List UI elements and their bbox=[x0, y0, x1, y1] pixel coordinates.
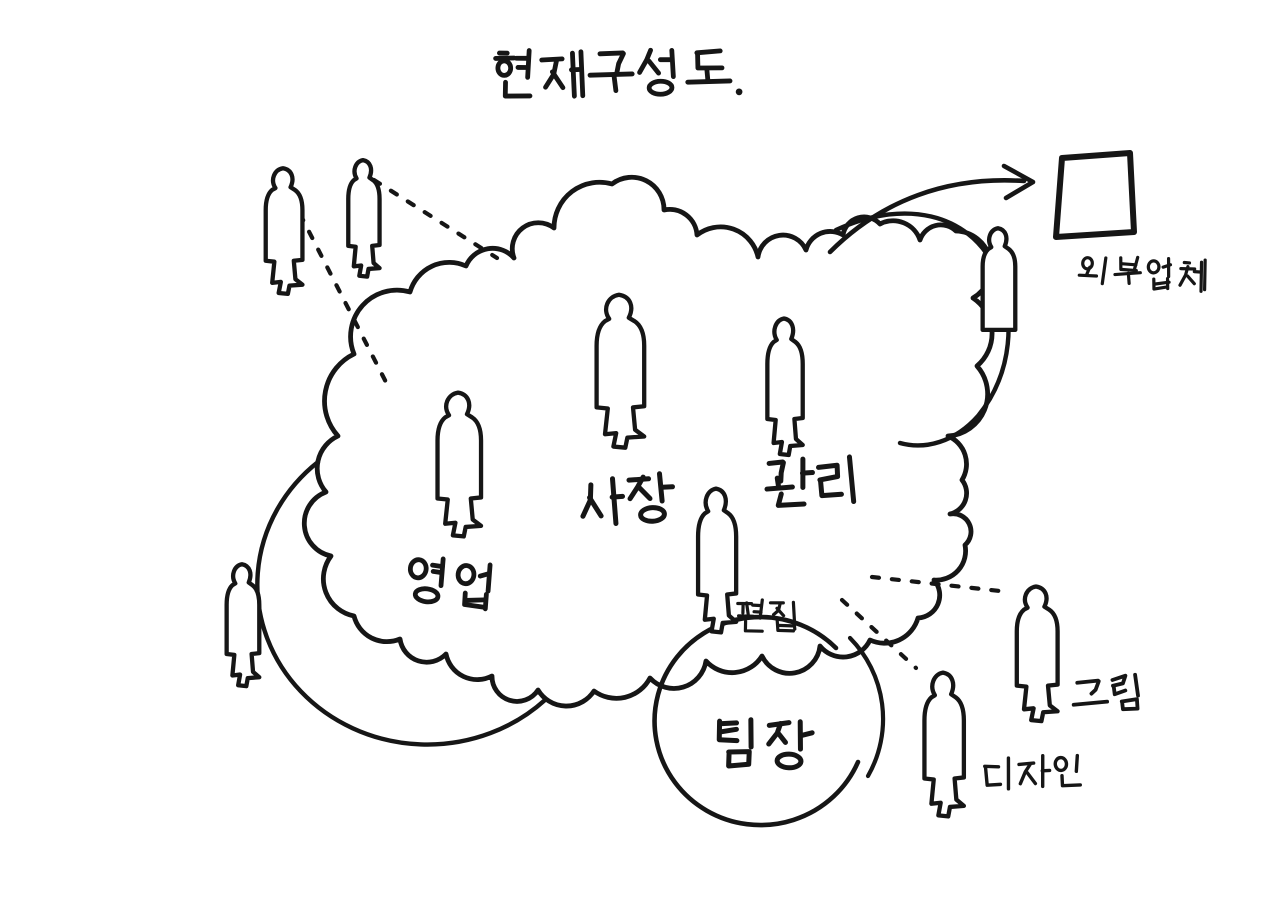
person-visitor-1 bbox=[266, 168, 303, 294]
dotted-visitors-to-cloud bbox=[371, 177, 500, 261]
cloud-outline bbox=[301, 174, 995, 709]
label-outsourcing-strokes bbox=[1077, 255, 1207, 293]
label-title-strokes bbox=[493, 47, 743, 99]
dotted-links bbox=[297, 177, 1003, 671]
person-editing bbox=[698, 489, 736, 633]
dotted-cloud-to-design bbox=[839, 597, 919, 671]
label-design-strokes bbox=[983, 753, 1082, 791]
dotted-cloud-to-illustration bbox=[869, 574, 1003, 594]
person-figures bbox=[227, 160, 1058, 816]
arrow-to-external-box bbox=[827, 163, 1036, 255]
hand-drawn-labels bbox=[407, 47, 1207, 791]
person-external bbox=[983, 228, 1016, 330]
person-management bbox=[767, 319, 802, 456]
label-illustration-strokes bbox=[1071, 672, 1140, 712]
person-sales bbox=[438, 393, 482, 537]
sales-circle bbox=[255, 459, 548, 747]
person-design bbox=[924, 673, 963, 817]
person-illustration bbox=[1017, 586, 1058, 721]
team-leader-circle bbox=[652, 614, 886, 828]
person-president bbox=[597, 295, 645, 448]
arrowhead bbox=[1001, 163, 1036, 201]
label-president-strokes bbox=[580, 471, 675, 526]
person-visitor-2 bbox=[348, 160, 379, 276]
label-team-leader-strokes bbox=[716, 717, 815, 771]
person-outside-left bbox=[227, 564, 260, 686]
label-editing-strokes bbox=[736, 598, 797, 633]
label-management-strokes bbox=[764, 454, 857, 508]
dotted-visitors-to-cloud-2 bbox=[297, 211, 393, 393]
label-sales-strokes bbox=[407, 556, 493, 612]
external-company-box bbox=[1053, 150, 1137, 240]
